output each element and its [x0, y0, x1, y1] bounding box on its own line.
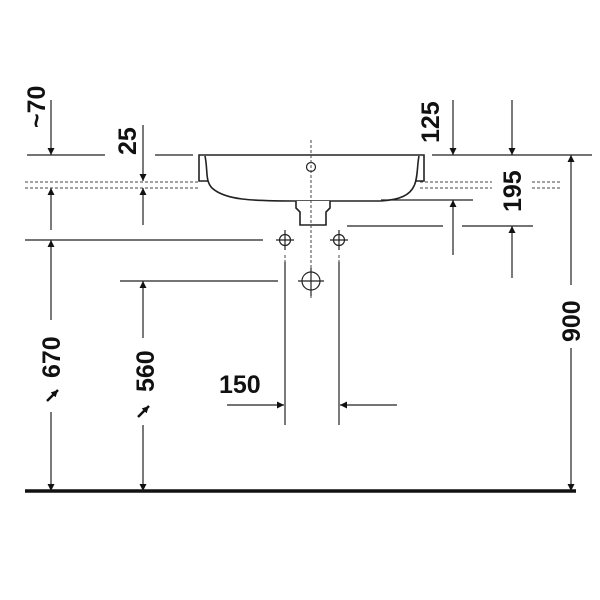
basin-profile: [198, 154, 425, 226]
countertop-lines: [25, 181, 560, 189]
dim-label-195: 195: [499, 170, 527, 212]
dim-label-900: 900: [558, 300, 586, 342]
dim-label-560: 560: [132, 350, 160, 392]
waste-outlet: [298, 268, 324, 296]
dim-label-overflow: ~70: [23, 86, 51, 128]
tap-hole-left: [276, 230, 294, 250]
dim-label-150: 150: [219, 371, 261, 399]
dim-label-25: 25: [114, 127, 142, 155]
tap-hole-right: [330, 230, 348, 250]
pointer-arrow-670: [46, 389, 59, 402]
dim-label-670: 670: [38, 336, 66, 378]
dim-label-125: 125: [417, 101, 445, 143]
pointer-arrow-560: [137, 405, 150, 418]
